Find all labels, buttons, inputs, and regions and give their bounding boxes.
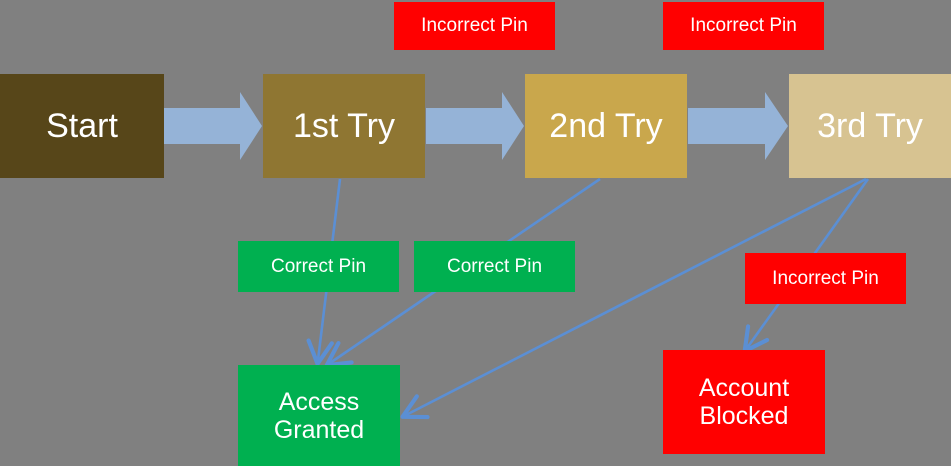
node-first-try[interactable]: 1st Try <box>263 74 425 178</box>
edge-label-incorrect-pin-2-text: Incorrect Pin <box>690 15 797 37</box>
node-start-label: Start <box>46 106 118 145</box>
edge-label-correct-pin-1-text: Correct Pin <box>270 255 367 277</box>
node-start[interactable]: Start <box>0 74 164 178</box>
edge-label-correct-pin-2[interactable]: Correct Pin <box>414 241 575 292</box>
node-account-blocked[interactable]: Account Blocked <box>663 350 825 454</box>
edge-label-incorrect-pin-3[interactable]: Incorrect Pin <box>745 253 906 304</box>
node-first-try-label: 1st Try <box>292 106 396 145</box>
node-access-granted-label: Access Granted <box>273 387 365 444</box>
node-second-try-label: 2nd Try <box>549 106 663 145</box>
edge-label-correct-pin-2-text: Correct Pin <box>446 255 543 277</box>
node-third-try[interactable]: 3rd Try <box>789 74 951 178</box>
node-second-try[interactable]: 2nd Try <box>525 74 687 178</box>
edge-label-incorrect-pin-3-text: Incorrect Pin <box>772 267 879 289</box>
node-access-granted[interactable]: Access Granted <box>238 365 400 466</box>
edge-label-incorrect-pin-2[interactable]: Incorrect Pin <box>663 2 824 50</box>
node-account-blocked-label: Account Blocked <box>698 374 790 430</box>
edge-label-incorrect-pin-1[interactable]: Incorrect Pin <box>394 2 555 50</box>
node-third-try-label: 3rd Try <box>817 106 923 145</box>
block-arrow-try2-to-try3 <box>688 92 788 160</box>
block-arrow-try1-to-try2 <box>426 92 524 160</box>
edge-label-correct-pin-1[interactable]: Correct Pin <box>238 241 399 292</box>
block-arrow-start-to-try1 <box>164 92 262 160</box>
edge-label-incorrect-pin-1-text: Incorrect Pin <box>421 15 528 37</box>
